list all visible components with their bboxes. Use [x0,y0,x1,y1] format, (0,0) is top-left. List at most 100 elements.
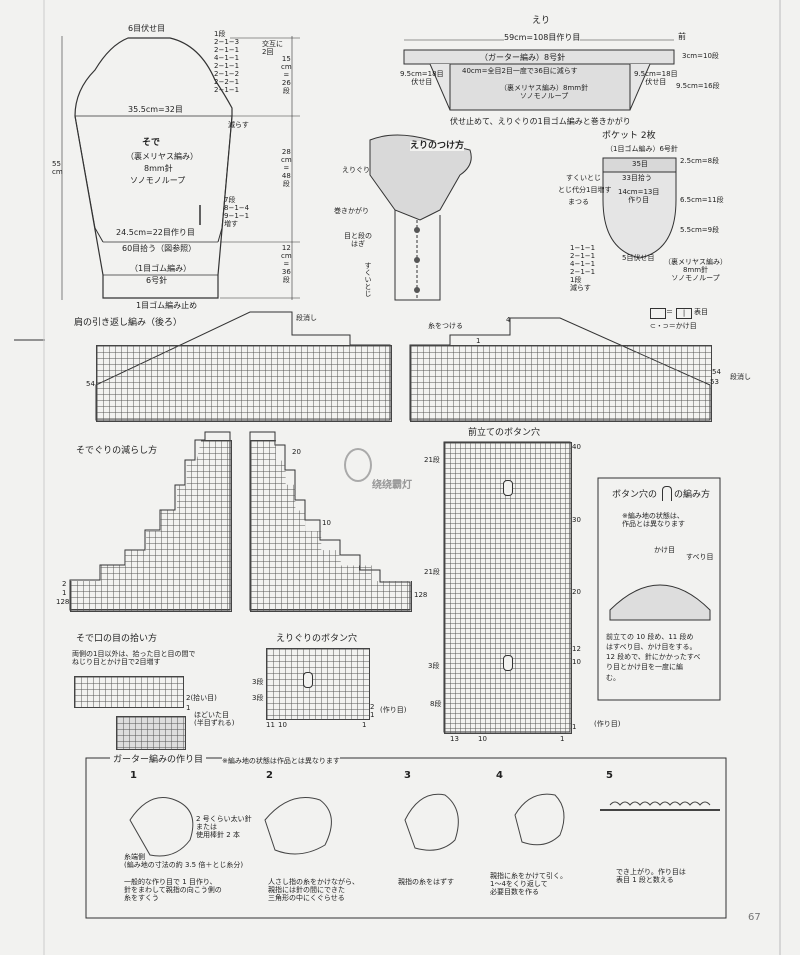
watermark-logo-icon [344,448,372,482]
page-number: 67 [748,912,761,923]
collar-finish: 伏せ止めて、えりぐりの1目ゴム編みと巻きかがり [450,117,631,126]
sleeve-stitch: （裏メリヤス編み） [126,152,198,161]
bhinfo-slip: すべり目 [686,553,714,561]
cuff-desc: 両側の1目以外は、拾った目と目の間で ねじり目とかけ目で2目増す [72,650,196,667]
pocket-stitch: （裏メリヤス編み） 8mm針 ソノモノループ [664,258,727,283]
placket-r12: 12 [572,645,581,653]
neck-r1: 1 [370,711,375,719]
placket-r30: 30 [572,516,581,524]
sleevecap-n10: 10 [322,519,331,527]
sleeve-rib-needle: 6号針 [146,276,168,285]
placket-r40: 40 [572,443,581,451]
shoulder-end: 段消し [730,373,751,381]
placket-r10: 10 [572,658,581,666]
pocket-bind: 5目伏せ目 [622,254,655,262]
placket-b13: 13 [450,735,459,743]
garter-step-1: 1 [130,770,137,781]
legend-box-symbol [650,308,666,319]
attach-l2: 巻きかがり [334,207,369,215]
cuff-r2: 2(拾い目) [186,694,217,702]
collar-left: 9.5cm=18目 伏せ目 [400,70,444,87]
sleevecap-n20: 20 [292,448,301,456]
neck-r3b: 3段 [252,694,264,702]
placket-r21b: 21段 [424,568,440,576]
bhinfo-symbol-icon [662,486,672,501]
neck-b11: 11 [266,721,275,729]
pocket-l2: とじ代分1目増す [558,186,612,194]
attach-l1: えりぐり [342,166,370,174]
cuff-grid [74,676,184,708]
attach-title: えりのつけ方 [410,141,465,152]
cuff-r1: 1 [186,704,191,712]
garter-step-4: 4 [496,770,503,781]
bhinfo-yo: かけ目 [654,546,675,554]
pocket-l1: すくいとじ [566,174,601,182]
sleeve-dec-steps: 1段 2−1−3 2−1−1 4−1−1 2−1−1 2−1−2 2−2−1 2… [214,30,240,95]
neck-grid [266,648,370,720]
neck-buttonhole [303,672,313,688]
placket-buttonhole-2 [503,655,513,671]
shoulder-n4: 4 [506,316,511,324]
shoulder-mark1: 段消し [296,314,317,322]
shoulder-n1: 1 [476,337,481,345]
sleevecap-n2: 2 [62,580,67,588]
placket-r1: 1 [572,723,577,731]
placket-b1: 1 [560,735,565,743]
sleeve-len2: 28 cm = 48 段 [281,148,292,189]
sleeve-pickup: 60目拾う（図参照） [122,244,197,253]
pocket-l3: まつる [568,198,589,206]
sleeve-yarn: ソノモノループ [130,176,186,185]
placket-start: (作り目) [594,720,621,728]
legend-b: ⊂・⊃＝かけ目 [650,322,697,330]
placket-title: 前立てのボタン穴 [468,428,541,438]
bhinfo-title2: の編み方 [674,490,711,500]
collar-title: えり [532,16,551,26]
garter-caption-2: 糸端側 (編み地の寸法の約 3.5 倍＋とじ糸分) [124,853,244,870]
sleeve-len3: 12 cm = 36 段 [281,244,292,285]
pocket-h2: 6.5cm=11段 [680,196,724,204]
sleevecap-n128b: 128 [414,591,428,599]
garter-desc-3: 親指の糸をはずす [398,878,454,886]
garter-caption-1: 2 号くらい太い針 または 使用棒針 2 本 [196,815,252,840]
sleeve-needle: 8mm針 [144,164,173,173]
garter-desc-4: 親指に糸をかけて引く。 1〜4をくり返して 必要目数を作る [490,872,567,897]
sleevecap-title: そでぐりの減らし方 [76,446,158,456]
legend-a-box: | [676,308,692,319]
legend-a-text: 表目 [694,308,708,316]
sleeve-dec-note: 交互に 2回 [262,40,283,57]
sleeve-dec-label: 減らす [228,121,249,129]
sleeve-lower-width: 24.5cm=22目作り目 [116,228,195,237]
shoulder-n54l: 54 [86,380,95,388]
sleeve-width: 35.5cm=32目 [128,105,183,114]
bhinfo-title: ボタン穴の [612,490,658,500]
sleeve-total: 55 cm [52,160,63,177]
neck-b10: 10 [278,721,287,729]
shoulder-mark2: 糸をつける [428,322,463,330]
pocket-w2: 33目拾う [622,174,652,182]
legend-a: ＝ [666,308,673,316]
garter-step-3: 3 [404,770,411,781]
collar-front-mark: 前 [678,32,686,41]
sleevecap-n128a: 128 [56,598,70,606]
placket-r3: 3段 [428,662,440,670]
pocket-w3: 14cm=13目 作り目 [618,188,660,205]
placket-buttonhole-1 [503,480,513,496]
cuff-undone: ほどいた目 (半目ずれる) [194,711,235,728]
bhinfo-desc: 前立ての 10 段め、11 段め はすべり目、かけ目をする。 12 段めで、針に… [606,633,701,682]
collar-body: （裏メリヤス編み）8mm針 ソノモノループ [500,84,589,101]
garter-desc-1: 一般的な作り目で 1 目作り、 針をまわして親指の向こう側の 糸をすくう [124,878,222,903]
pocket-rib: （1目ゴム編み）6号針 [606,145,678,153]
shoulder-grid-right [410,345,712,422]
attach-l4: すくいとじ [364,262,373,297]
pocket-steps: 1−1−1 2−1−1 4−1−1 2−1−1 1段 減らす [570,244,596,293]
attach-l3: 目と段の はぎ [344,232,372,249]
neck-r2: 2 [370,703,375,711]
sleeve-top-label: 6目伏せ目 [128,24,166,33]
garter-step-5: 5 [606,770,613,781]
neck-b1: 1 [362,721,367,729]
collar-garter: （ガーター編み）8号針 [480,53,566,62]
garter-title: ガーター編みの作り目 [110,755,207,766]
placket-r20: 20 [572,588,581,596]
garter-note: ※編み地の状態は作品とは異なります [222,757,340,766]
